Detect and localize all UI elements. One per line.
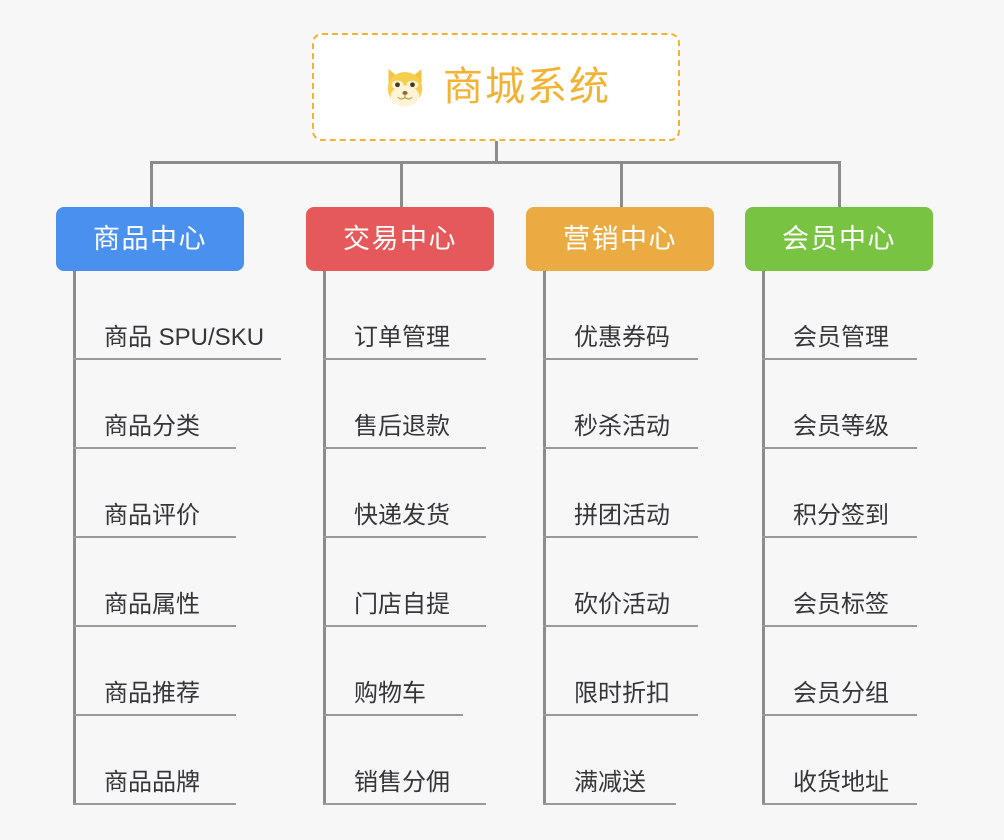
category-header-label: 商品中心	[93, 223, 207, 254]
leaf-item[interactable]: 积分签到	[762, 449, 917, 538]
leaf-item[interactable]: 购物车	[323, 627, 463, 716]
leaf-item[interactable]: 优惠券码	[543, 271, 698, 360]
category-header-label: 营销中心	[563, 223, 677, 254]
leaf-underline	[543, 358, 698, 360]
leaf-underline	[323, 447, 486, 449]
category-header-label: 交易中心	[343, 223, 457, 254]
leaf-underline	[762, 803, 917, 805]
leaf-label: 拼团活动	[574, 502, 670, 529]
column-spine-4	[762, 271, 765, 805]
leaf-list-4: 会员管理 会员等级 积分签到 会员标签 会员分组 收货地址	[762, 271, 917, 805]
leaf-underline	[762, 625, 917, 627]
leaf-label: 商品属性	[104, 591, 200, 618]
leaf-label: 满减送	[574, 769, 646, 796]
leaf-underline	[543, 625, 698, 627]
leaf-label: 收货地址	[793, 769, 889, 796]
leaf-item[interactable]: 商品 SPU/SKU	[73, 271, 281, 360]
leaf-item[interactable]: 会员管理	[762, 271, 917, 360]
leaf-item[interactable]: 限时折扣	[543, 627, 698, 716]
leaf-underline	[73, 714, 236, 716]
leaf-label: 门店自提	[354, 591, 450, 618]
leaf-underline	[543, 803, 676, 805]
leaf-label: 商品评价	[104, 502, 200, 529]
connector-trunk	[495, 141, 498, 163]
category-header-label: 会员中心	[782, 223, 896, 254]
leaf-label: 商品 SPU/SKU	[104, 324, 265, 351]
leaf-underline	[323, 714, 463, 716]
leaf-underline	[323, 625, 486, 627]
leaf-underline	[73, 447, 236, 449]
category-header-3[interactable]: 营销中心	[526, 207, 714, 271]
leaf-label: 商品分类	[104, 413, 200, 440]
leaf-underline	[73, 536, 236, 538]
leaf-underline	[543, 714, 698, 716]
leaf-item[interactable]: 门店自提	[323, 538, 486, 627]
leaf-label: 售后退款	[354, 413, 450, 440]
leaf-label: 会员分组	[793, 680, 889, 707]
leaf-list-1: 商品 SPU/SKU 商品分类 商品评价 商品属性 商品推荐 商品品牌	[73, 271, 281, 805]
connector-drop-4	[838, 161, 841, 207]
leaf-label: 砍价活动	[574, 591, 670, 618]
leaf-underline	[73, 803, 236, 805]
leaf-item[interactable]: 商品评价	[73, 449, 264, 538]
leaf-underline	[762, 447, 917, 449]
leaf-item[interactable]: 快递发货	[323, 449, 486, 538]
leaf-underline	[762, 358, 917, 360]
connector-drop-2	[400, 161, 403, 207]
leaf-item[interactable]: 会员分组	[762, 627, 917, 716]
leaf-item[interactable]: 拼团活动	[543, 449, 698, 538]
connector-drop-3	[620, 161, 623, 207]
leaf-label: 优惠券码	[574, 324, 670, 351]
category-header-1[interactable]: 商品中心	[56, 207, 244, 271]
root-node[interactable]: 商城系统	[312, 33, 680, 141]
column-spine-2	[323, 271, 326, 805]
leaf-item[interactable]: 商品分类	[73, 360, 264, 449]
leaf-item[interactable]: 售后退款	[323, 360, 486, 449]
leaf-underline	[762, 536, 917, 538]
leaf-item[interactable]: 订单管理	[323, 271, 486, 360]
leaf-underline	[73, 625, 236, 627]
leaf-item[interactable]: 满减送	[543, 716, 676, 805]
leaf-label: 秒杀活动	[574, 413, 670, 440]
leaf-label: 会员等级	[793, 413, 889, 440]
category-header-4[interactable]: 会员中心	[745, 207, 933, 271]
leaf-label: 快递发货	[354, 502, 450, 529]
column-spine-3	[543, 271, 546, 805]
leaf-item[interactable]: 会员标签	[762, 538, 917, 627]
leaf-underline	[323, 358, 486, 360]
leaf-label: 会员管理	[793, 324, 889, 351]
leaf-underline	[323, 536, 486, 538]
leaf-item[interactable]: 会员等级	[762, 360, 917, 449]
leaf-item[interactable]: 砍价活动	[543, 538, 698, 627]
leaf-label: 商品品牌	[104, 769, 200, 796]
leaf-item[interactable]: 商品属性	[73, 538, 264, 627]
leaf-label: 商品推荐	[104, 680, 200, 707]
column-spine-1	[73, 271, 76, 805]
leaf-item[interactable]: 秒杀活动	[543, 360, 698, 449]
leaf-label: 购物车	[354, 680, 426, 707]
connector-drop-1	[150, 161, 153, 207]
shiba-dog-icon	[381, 63, 429, 111]
leaf-label: 销售分佣	[354, 769, 450, 796]
leaf-label: 订单管理	[354, 324, 450, 351]
leaf-list-3: 优惠券码 秒杀活动 拼团活动 砍价活动 限时折扣 满减送	[543, 271, 698, 805]
leaf-underline	[73, 358, 281, 360]
leaf-underline	[543, 536, 698, 538]
leaf-label: 积分签到	[793, 502, 889, 529]
leaf-underline	[762, 714, 917, 716]
leaf-item[interactable]: 收货地址	[762, 716, 917, 805]
root-label: 商城系统	[443, 65, 611, 109]
leaf-item[interactable]: 商品品牌	[73, 716, 264, 805]
leaf-label: 限时折扣	[574, 680, 670, 707]
category-header-2[interactable]: 交易中心	[306, 207, 494, 271]
leaf-list-2: 订单管理 售后退款 快递发货 门店自提 购物车 销售分佣	[323, 271, 486, 805]
leaf-item[interactable]: 商品推荐	[73, 627, 264, 716]
connector-bus	[150, 161, 841, 164]
leaf-item[interactable]: 销售分佣	[323, 716, 486, 805]
leaf-underline	[543, 447, 698, 449]
leaf-label: 会员标签	[793, 591, 889, 618]
leaf-underline	[323, 803, 486, 805]
